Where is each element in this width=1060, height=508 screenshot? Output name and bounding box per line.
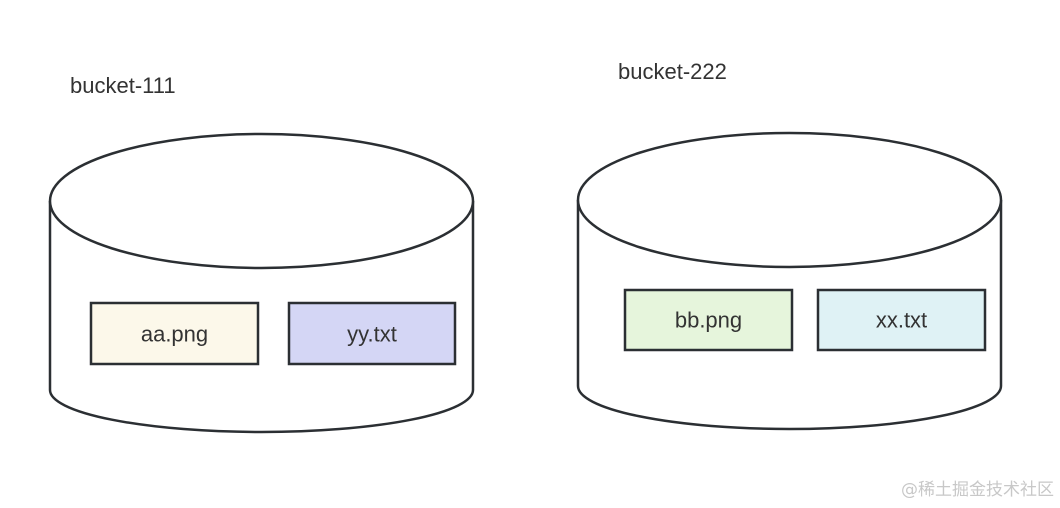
file-name: yy.txt	[347, 322, 397, 347]
file-box	[287, 301, 457, 366]
bucket-222: bucket-222 bb.png xx.txt	[576, 59, 1003, 431]
bucket-label: bucket-222	[618, 59, 727, 84]
file-box	[816, 288, 987, 352]
cylinder-top	[576, 131, 1003, 269]
watermark: @稀土掘金技术社区	[901, 480, 1054, 500]
file-box	[89, 301, 260, 366]
bucket-111: bucket-111 aa.png yy.txt	[48, 73, 475, 434]
file-name: xx.txt	[876, 308, 927, 333]
cylinder-top	[48, 132, 475, 270]
file-name: aa.png	[141, 322, 208, 347]
bucket-label: bucket-111	[70, 73, 176, 98]
file-name: bb.png	[675, 308, 742, 333]
file-box	[623, 288, 794, 352]
